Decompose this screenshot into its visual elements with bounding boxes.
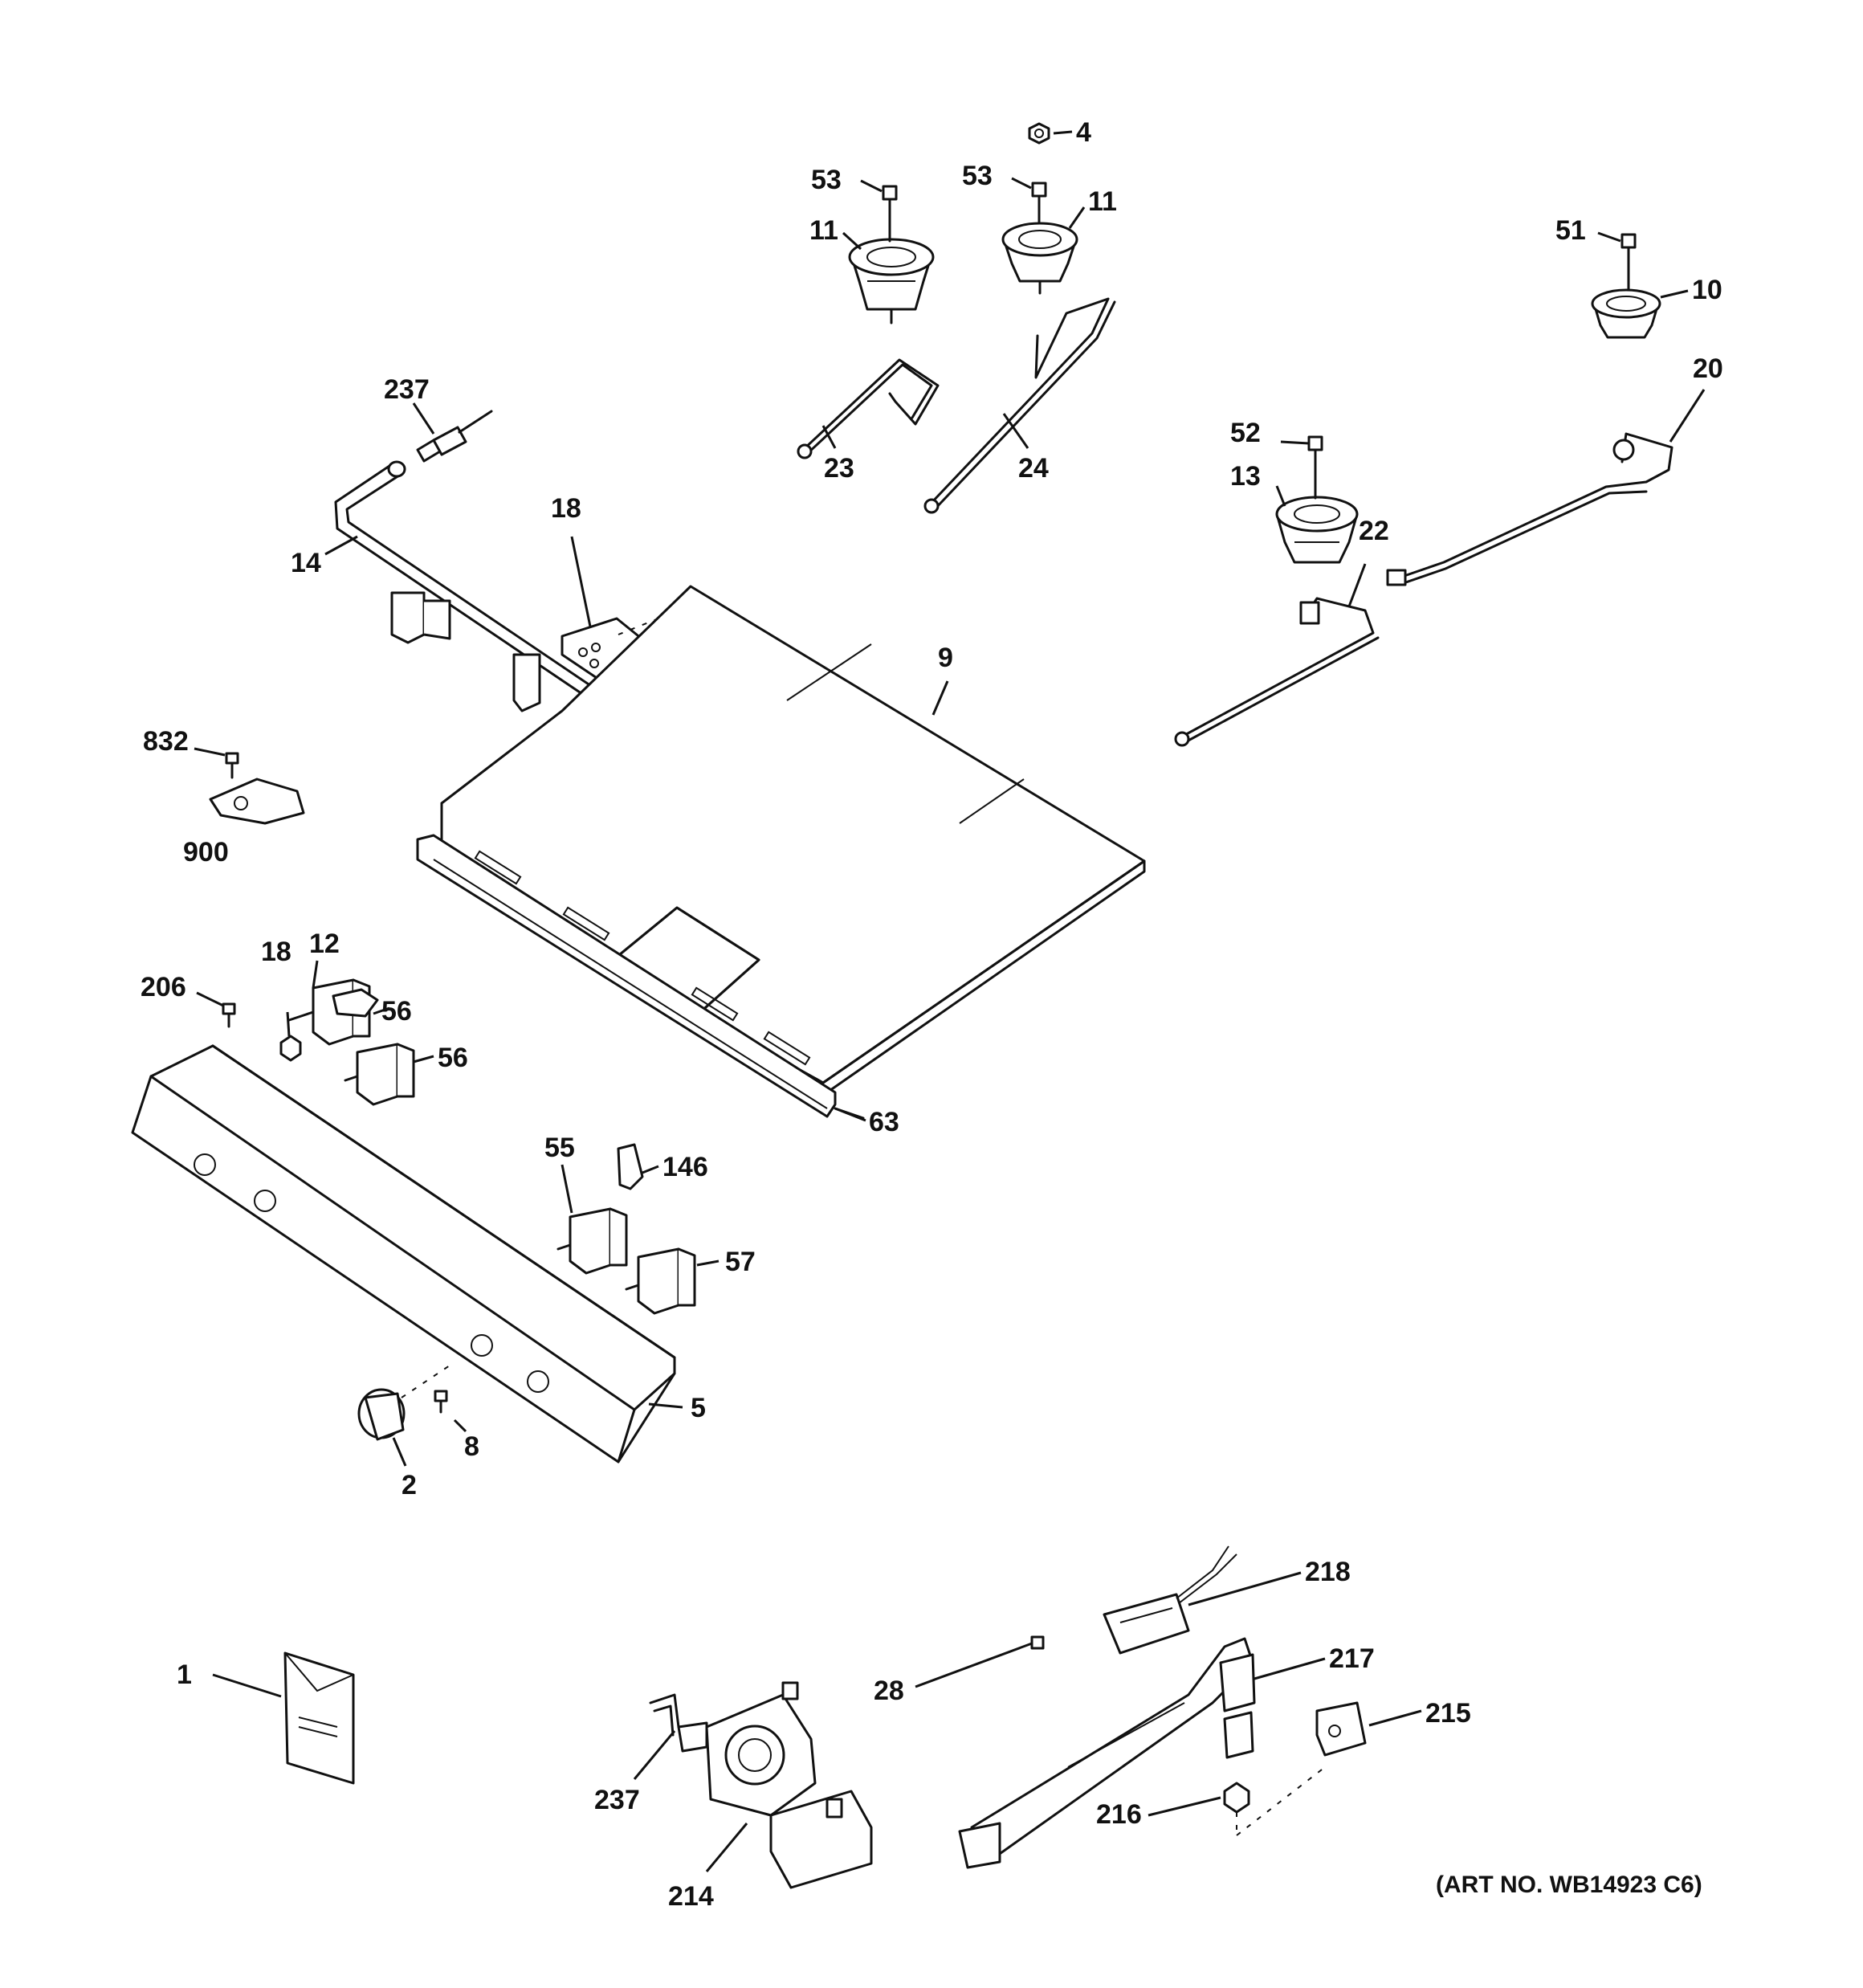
switch-55 xyxy=(556,1207,628,1275)
callout-832: 832 xyxy=(143,726,189,757)
switch-56-lower xyxy=(344,1043,415,1106)
screw-53-right xyxy=(1031,182,1047,223)
clip-215 xyxy=(1315,1701,1367,1757)
callout-218: 218 xyxy=(1305,1557,1351,1587)
knob-2 xyxy=(357,1365,450,1441)
leader-lines xyxy=(194,130,1706,1872)
gas-valve-214 xyxy=(705,1681,873,1889)
igniter-218 xyxy=(1103,1545,1237,1655)
callout-10: 10 xyxy=(1692,275,1722,305)
callout-216: 216 xyxy=(1096,1799,1142,1830)
nut-216 xyxy=(1223,1766,1326,1836)
switch-56-upper xyxy=(332,988,379,1018)
nut-4 xyxy=(1028,122,1050,145)
oven-burner-tube xyxy=(958,1637,1254,1869)
screw-8 xyxy=(434,1390,448,1414)
callout-53-right: 53 xyxy=(962,161,993,191)
callout-23: 23 xyxy=(824,453,854,484)
callout-51: 51 xyxy=(1555,215,1586,246)
burner-head-10 xyxy=(1591,288,1661,339)
screw-52 xyxy=(1307,435,1323,500)
callout-237-top: 237 xyxy=(384,374,430,405)
pipe-fitting-237-lower xyxy=(649,1693,708,1753)
callout-146: 146 xyxy=(662,1152,708,1182)
callout-12: 12 xyxy=(309,929,340,959)
callout-63: 63 xyxy=(869,1107,899,1137)
callout-14: 14 xyxy=(291,548,321,578)
switch-57 xyxy=(625,1247,696,1315)
burner-head-13 xyxy=(1275,496,1359,564)
screw-51 xyxy=(1620,233,1637,291)
callout-18-top: 18 xyxy=(551,493,581,524)
callout-labels: 4 53 53 11 11 51 10 20 237 23 24 52 13 1… xyxy=(141,117,1723,1912)
clip-900 xyxy=(209,778,305,825)
callout-237-lower: 237 xyxy=(594,1785,640,1815)
callout-4: 4 xyxy=(1076,117,1091,148)
gas-tube-22 xyxy=(1174,597,1380,747)
indicator-light-146 xyxy=(617,1143,644,1190)
callout-214: 214 xyxy=(668,1881,714,1912)
callout-28: 28 xyxy=(874,1676,904,1706)
callout-52: 52 xyxy=(1230,418,1261,448)
gas-tube-24 xyxy=(923,297,1116,514)
callout-13: 13 xyxy=(1230,461,1261,492)
callout-24: 24 xyxy=(1018,453,1049,484)
screw-832 xyxy=(225,752,239,779)
callout-900: 900 xyxy=(183,837,229,867)
callout-53-left: 53 xyxy=(811,165,842,195)
screw-206 xyxy=(222,1002,236,1028)
callout-11-left: 11 xyxy=(809,215,838,246)
callout-217: 217 xyxy=(1329,1643,1375,1674)
callout-22: 22 xyxy=(1359,516,1389,546)
screw-53-left xyxy=(882,185,898,243)
callout-56-lower: 56 xyxy=(438,1043,468,1073)
literature-envelope-1 xyxy=(283,1651,355,1785)
gas-tube-23 xyxy=(797,358,940,459)
art-number: (ART NO. WB14923 C6) xyxy=(1436,1872,1702,1898)
burner-head-11-right xyxy=(1001,222,1078,295)
fitting-237-top xyxy=(416,410,493,463)
bracket-217 xyxy=(1219,1653,1256,1759)
callout-55: 55 xyxy=(544,1133,575,1163)
callout-56-upper: 56 xyxy=(381,996,412,1027)
callout-5: 5 xyxy=(691,1393,706,1423)
cooktop-panel-9 xyxy=(440,585,1146,1094)
callout-9: 9 xyxy=(938,643,953,673)
nut-18-small xyxy=(279,1035,302,1062)
callout-8: 8 xyxy=(464,1431,479,1462)
callout-215: 215 xyxy=(1425,1698,1471,1729)
callout-2: 2 xyxy=(402,1470,417,1500)
callout-18-lower: 18 xyxy=(261,937,291,967)
callout-20: 20 xyxy=(1693,353,1723,384)
screw-28 xyxy=(1030,1635,1045,1650)
callout-57: 57 xyxy=(725,1247,756,1277)
control-panel-5 xyxy=(131,1044,676,1463)
callout-206: 206 xyxy=(141,972,186,1002)
burner-head-11-left xyxy=(848,238,935,325)
gas-tube-20 xyxy=(1386,432,1673,586)
support-rail-63 xyxy=(416,834,865,1120)
callout-1: 1 xyxy=(177,1659,192,1690)
callout-11-right: 11 xyxy=(1088,186,1117,217)
